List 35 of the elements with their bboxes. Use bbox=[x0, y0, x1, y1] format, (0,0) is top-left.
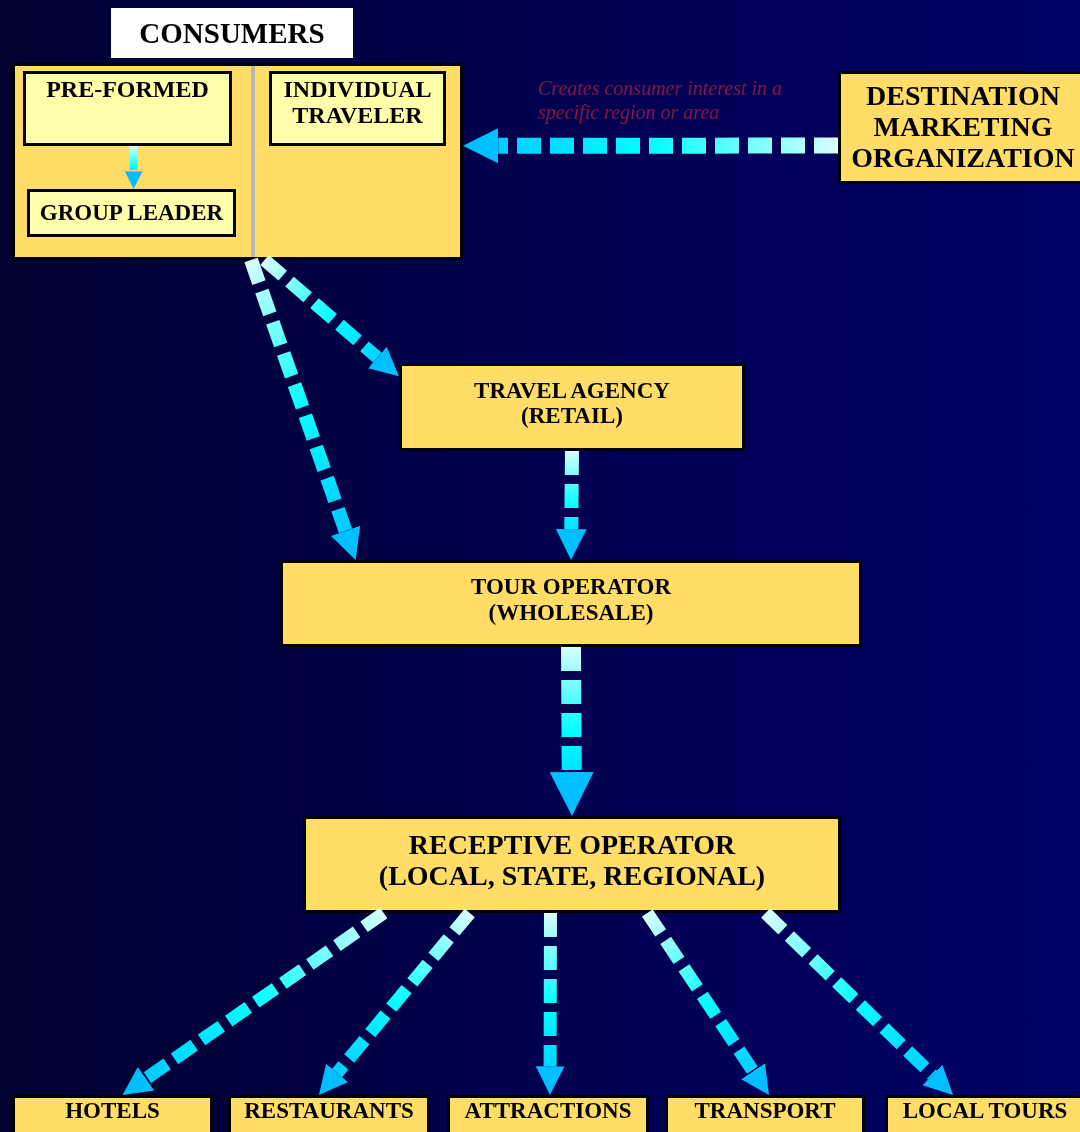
box-label: PRE-FORMED bbox=[46, 76, 209, 103]
group-heading: CONSUMERS bbox=[111, 8, 353, 58]
process-box bbox=[27, 189, 236, 237]
box-label: DESTINATION MARKETING ORGANIZATION bbox=[850, 81, 1076, 174]
arrow bbox=[124, 146, 143, 189]
edge-label: Creates consumer interest in a specific region or area bbox=[538, 76, 784, 124]
box-label: ATTRACTIONS bbox=[464, 1098, 632, 1124]
box-label: RECEPTIVE OPERATOR (LOCAL, STATE, REGIONAL) bbox=[377, 829, 767, 892]
arrow bbox=[463, 128, 838, 164]
arrow bbox=[318, 908, 475, 1095]
box-label: TRANSPORT bbox=[694, 1098, 836, 1124]
arrow bbox=[555, 450, 587, 560]
process-box bbox=[399, 363, 745, 451]
process-box bbox=[280, 560, 862, 647]
process-box bbox=[885, 1095, 1080, 1132]
box-label: TOUR OPERATOR (WHOLESALE) bbox=[470, 574, 673, 625]
process-box bbox=[228, 1095, 430, 1132]
arrow bbox=[122, 907, 388, 1095]
arrow bbox=[549, 646, 594, 816]
process-box bbox=[303, 816, 841, 913]
arrow bbox=[761, 908, 953, 1095]
box-label: GROUP LEADER bbox=[39, 200, 224, 226]
arrow bbox=[260, 255, 399, 377]
process-box bbox=[269, 71, 446, 146]
process-box bbox=[23, 71, 232, 146]
arrow bbox=[535, 912, 565, 1095]
process-box bbox=[665, 1095, 865, 1132]
process-box bbox=[447, 1095, 649, 1132]
box-label: INDIVIDUAL TRAVELER bbox=[282, 76, 433, 129]
process-box bbox=[838, 71, 1080, 184]
box-label: RESTAURANTS bbox=[244, 1098, 414, 1124]
box-label: LOCAL TOURS bbox=[902, 1098, 1068, 1124]
process-box bbox=[12, 1095, 213, 1132]
box-label: TRAVEL AGENCY (RETAIL) bbox=[473, 377, 671, 429]
box-label: HOTELS bbox=[65, 1098, 160, 1124]
